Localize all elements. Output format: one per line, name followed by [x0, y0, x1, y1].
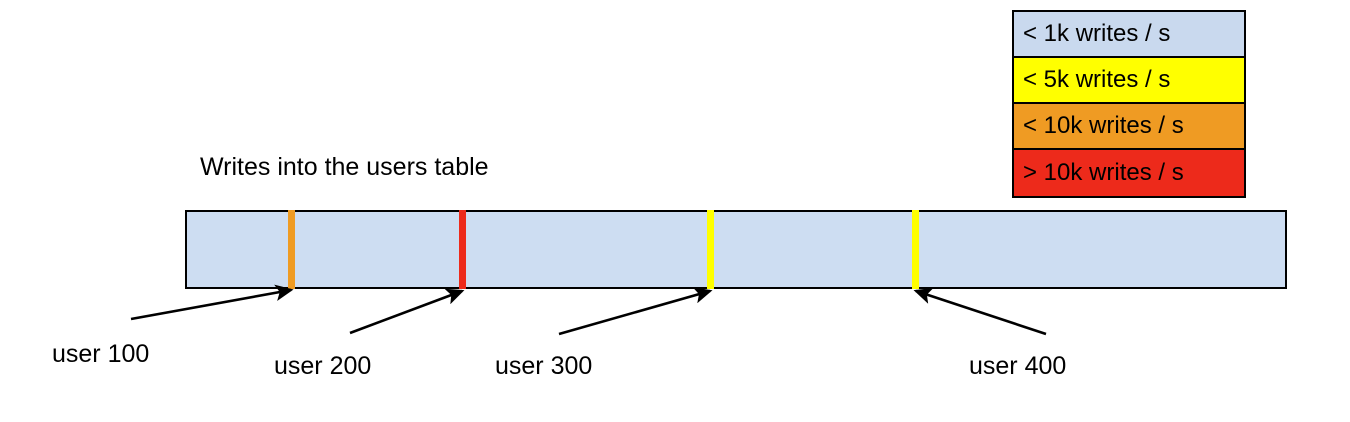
legend-label-lt-1k: < 1k writes / s: [1023, 20, 1171, 47]
callout-label-user-400: user 400: [969, 352, 1067, 380]
legend-row-lt-5k: < 5k writes / s: [1014, 58, 1244, 104]
callout-label-user-300: user 300: [495, 352, 593, 380]
divider-user-400: [912, 210, 919, 289]
divider-user-300: [707, 210, 714, 289]
legend-label-lt-10k: < 10k writes / s: [1023, 112, 1184, 139]
legend-row-gt-10k: > 10k writes / s: [1014, 150, 1244, 196]
legend-row-lt-1k: < 1k writes / s: [1014, 12, 1244, 58]
users-table-bar: [185, 210, 1287, 289]
legend-label-gt-10k: > 10k writes / s: [1023, 159, 1184, 186]
callout-label-user-100: user 100: [52, 340, 150, 368]
divider-user-200: [459, 210, 466, 289]
callout-label-user-200: user 200: [274, 352, 372, 380]
page-title: Writes into the users table: [200, 153, 489, 181]
legend: < 1k writes / s < 5k writes / s < 10k wr…: [1012, 10, 1246, 198]
legend-label-lt-5k: < 5k writes / s: [1023, 66, 1171, 93]
divider-user-100: [288, 210, 295, 289]
legend-row-lt-10k: < 10k writes / s: [1014, 104, 1244, 150]
